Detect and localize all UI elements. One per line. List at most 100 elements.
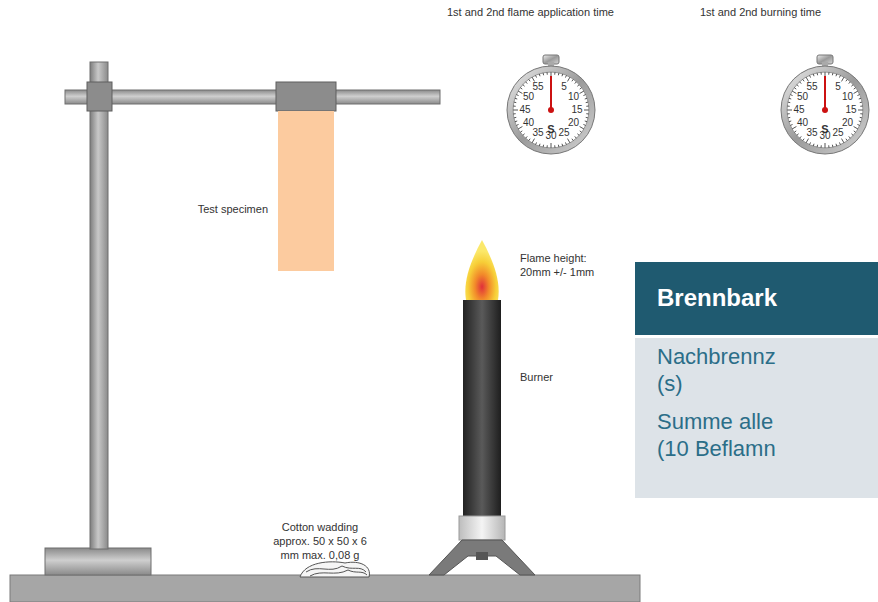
watch-tick: [586, 106, 588, 107]
dial-number: S: [815, 124, 835, 135]
watch-tick: [520, 131, 522, 132]
watch-tick: [806, 77, 809, 81]
watch-tick: [526, 82, 528, 84]
watch-tick: [583, 124, 585, 125]
watch-tick: [860, 102, 862, 104]
watch-tick: [514, 117, 516, 119]
watch-tick: [854, 91, 858, 94]
watch-tick: [859, 98, 861, 100]
watch-tick: [854, 131, 856, 132]
watch-tick: [543, 73, 545, 75]
watch-tick: [572, 139, 573, 141]
watch-tick: [806, 139, 809, 143]
watch-tick: [586, 102, 588, 104]
watch-tick: [810, 142, 811, 144]
watch-tick: [580, 127, 584, 130]
dial-number: 40: [792, 118, 812, 128]
watch-tick: [554, 72, 555, 74]
watch-tick: [800, 136, 802, 138]
watch-tick: [817, 73, 819, 75]
watch-tick: [539, 144, 541, 146]
watch-tick: [787, 106, 789, 107]
watch-tick: [586, 117, 588, 119]
table-row: Summe alle (10 Beflamn: [635, 403, 878, 468]
table-cell: Nachbrennz (s): [657, 344, 807, 397]
watch-tick: [794, 88, 796, 89]
watch-tick: [813, 144, 815, 146]
watch-tick: [828, 145, 829, 147]
watch-tick: [810, 75, 811, 77]
watch-tick: [789, 120, 791, 122]
watch-tick: [558, 145, 560, 147]
watch-tick: [554, 145, 555, 147]
watch-tick: [584, 110, 589, 111]
watch-tick: [513, 106, 515, 107]
dial-number: 5: [554, 82, 574, 92]
watch-tick: [797, 85, 799, 87]
watch-tick: [561, 144, 563, 146]
watch-tick: [851, 134, 853, 136]
watch-tick: [565, 75, 566, 77]
watch-tick: [551, 143, 552, 148]
watch-tick: [539, 74, 541, 76]
dial-number: 5: [828, 82, 848, 92]
watch-tick: [817, 145, 819, 147]
table-row: Nachbrennz (s): [635, 338, 878, 403]
watch-tick: [792, 91, 796, 94]
watch-tick: [857, 124, 859, 125]
watch-tick: [516, 124, 518, 125]
dial-number: 40: [518, 118, 538, 128]
watch-tick: [832, 73, 834, 75]
watch-tick: [835, 144, 837, 146]
watch-tick: [516, 95, 518, 96]
watch-tick: [577, 85, 579, 87]
watch-tick: [580, 131, 582, 132]
watch-tick: [575, 136, 577, 138]
timer-label: 1st and 2nd burning time: [700, 6, 875, 20]
dial-number: 25: [554, 128, 574, 138]
watch-tick: [839, 142, 840, 144]
watch-tick: [860, 113, 862, 114]
part-label: Cotton wadding approx. 50 x 50 x 6 mm ma…: [265, 521, 375, 562]
part-label: Burner: [520, 371, 590, 385]
table-cell: Summe alle (10 Beflamn: [657, 409, 807, 462]
watch-tick: [529, 79, 530, 81]
table-header: Brennbark: [635, 262, 878, 335]
dial-number: 10: [838, 92, 858, 102]
watch-tick: [846, 79, 847, 81]
watch-tick: [851, 85, 853, 87]
watch-tick: [547, 72, 548, 74]
watch-tick: [583, 95, 585, 96]
part-label: Flame height: 20mm +/- 1mm: [520, 252, 610, 280]
watch-tick: [789, 98, 791, 100]
watch-tick: [839, 75, 840, 77]
watch-tick: [858, 110, 863, 111]
watch-tick: [565, 142, 566, 144]
watch-tick: [854, 127, 858, 130]
dial-number: 15: [567, 105, 587, 115]
watch-tick: [561, 74, 563, 76]
watch-tick: [547, 145, 548, 147]
dial-number: 45: [789, 105, 809, 115]
watch-tick: [514, 102, 516, 104]
watch-tick: [520, 88, 522, 89]
watch-tick: [860, 117, 862, 119]
watch-tick: [585, 120, 587, 122]
dial-number: 35: [802, 128, 822, 138]
dial-number: 45: [515, 105, 535, 115]
watch-tick: [568, 139, 571, 143]
watch-tick: [536, 142, 537, 144]
dial-number: 25: [828, 128, 848, 138]
watch-tick: [842, 139, 845, 143]
watch-tick: [794, 131, 796, 132]
watch-tick: [513, 113, 515, 114]
watch-tick: [828, 72, 829, 74]
watch-tick: [825, 143, 826, 148]
watch-tick: [515, 120, 517, 122]
watch-tick: [532, 139, 535, 143]
watch-tick: [842, 77, 845, 81]
watch-tick: [518, 127, 522, 130]
dial-number: 55: [528, 82, 548, 92]
watch-tick: [792, 127, 796, 130]
dial-number: 55: [802, 82, 822, 92]
